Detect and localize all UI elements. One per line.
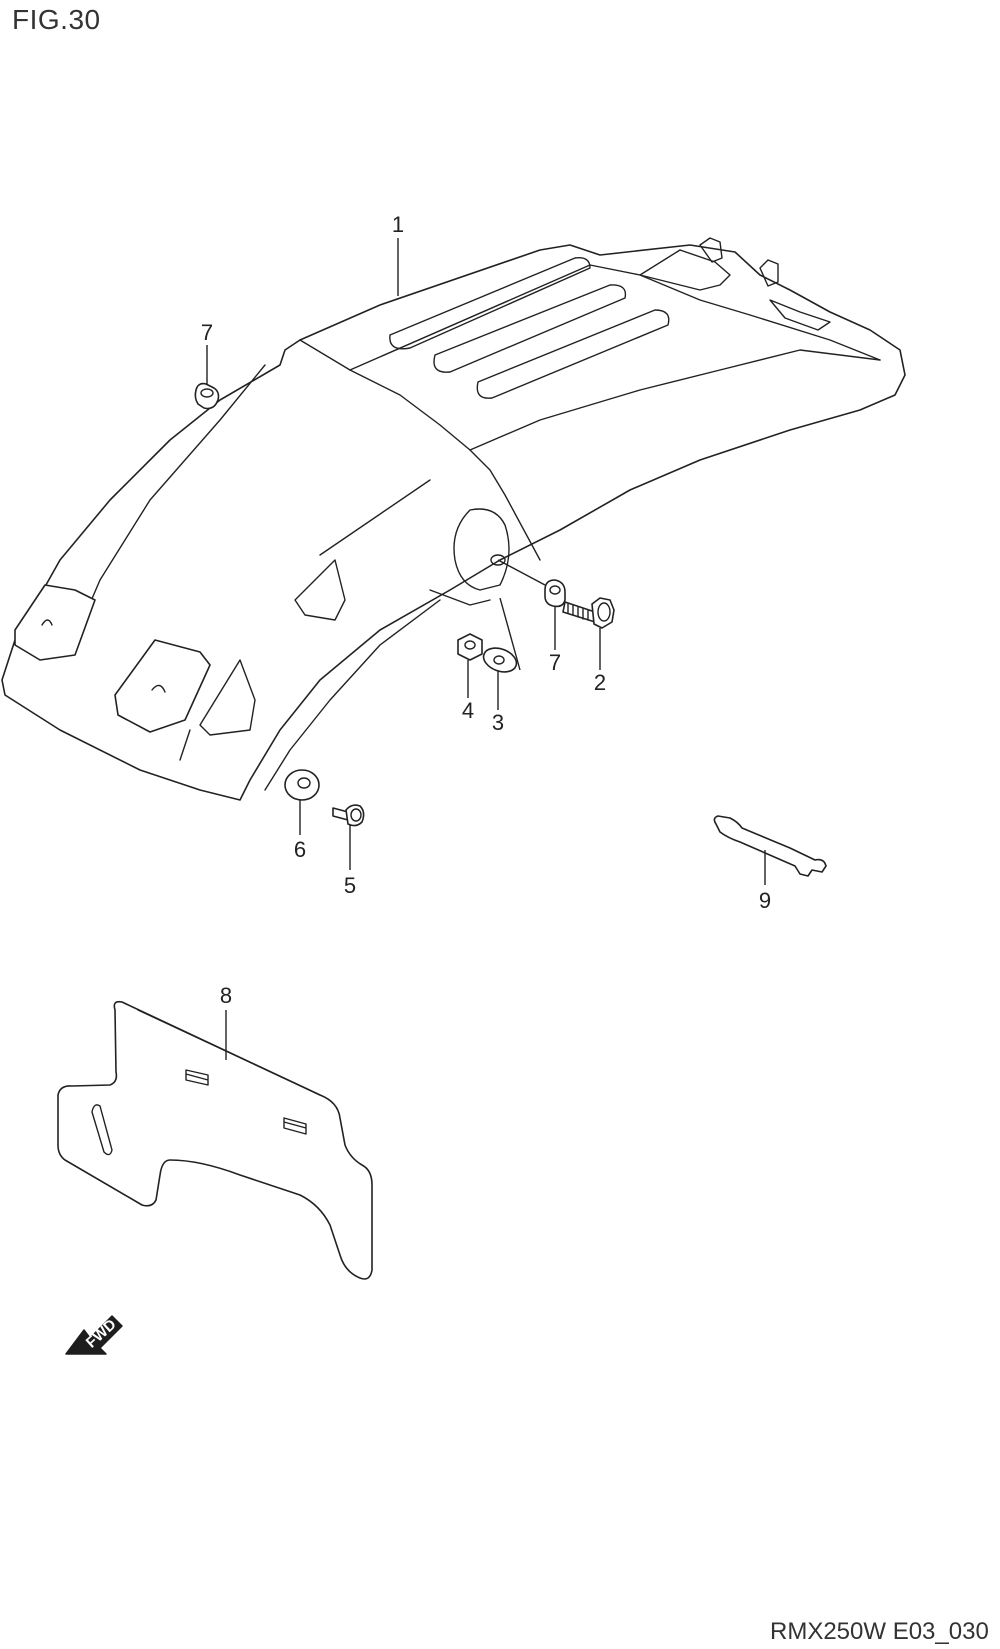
- callout-5: 5: [344, 873, 356, 898]
- bolt-head-face: [597, 602, 611, 622]
- screw-head-face: [350, 808, 362, 822]
- mud-guard-slot-1: [185, 1069, 209, 1086]
- figure-code: RMX250W E03_030: [770, 1618, 989, 1645]
- callout-numbers: 1 7 7 2 4 3 6 5 9 8: [201, 212, 771, 1008]
- bolt-thread: [567, 603, 589, 621]
- rear-fender[interactable]: [1, 237, 906, 801]
- large-washer-body: [284, 769, 320, 801]
- fender-side-line: [179, 729, 191, 761]
- washer-part-6[interactable]: [284, 769, 320, 801]
- callout-2: 2: [594, 670, 606, 695]
- nut-body: [457, 633, 483, 661]
- mud-guard-part-8[interactable]: [57, 1000, 373, 1280]
- washer-hole: [493, 655, 505, 665]
- fender-front-pad-2-notch: [151, 684, 166, 693]
- fender-tail-tab: [639, 249, 731, 291]
- fender-rib-2: [433, 284, 627, 373]
- fender-tail-slot: [769, 299, 831, 331]
- mud-guard-slot-2: [283, 1117, 307, 1135]
- callout-7a: 7: [201, 320, 213, 345]
- wrench-part-9[interactable]: [713, 815, 827, 877]
- fender-mount-hole: [490, 554, 506, 566]
- figure-title: FIG.30: [12, 4, 101, 35]
- callout-6: 6: [294, 837, 306, 862]
- mud-guard-outline: [57, 1000, 373, 1280]
- callout-9: 9: [759, 888, 771, 913]
- fender-front-pad-1-notch: [41, 619, 53, 626]
- mud-guard-slot-3: [91, 1104, 113, 1156]
- nut-part-4[interactable]: [457, 633, 483, 661]
- fender-side-recess-2: [294, 559, 346, 621]
- screw-part-5[interactable]: [332, 804, 365, 827]
- collar-hole: [549, 585, 561, 595]
- collar-body: [544, 579, 566, 608]
- mud-guard-top-edge: [137, 1009, 321, 1096]
- fwd-arrow-shape: [65, 1315, 123, 1355]
- callout-8: 8: [220, 983, 232, 1008]
- fender-tail-clip-1: [699, 237, 723, 263]
- callout-4: 4: [462, 698, 474, 723]
- large-washer-hole: [297, 777, 311, 789]
- fender-side-recess-1: [199, 659, 256, 736]
- fender-tail-clip-2: [759, 259, 779, 287]
- nut-hole: [464, 640, 476, 650]
- fender-mount-bracket: [429, 589, 491, 606]
- collar-part-7b[interactable]: [544, 579, 566, 608]
- fender-rib-1: [389, 257, 591, 350]
- bolt-part-2[interactable]: [562, 597, 615, 629]
- callout-1: 1: [392, 212, 404, 237]
- collar-upper-hole: [200, 388, 214, 398]
- callout-7b: 7: [549, 650, 561, 675]
- callout-3: 3: [492, 710, 504, 735]
- washer-body: [482, 647, 518, 673]
- fender-rib-3: [476, 309, 670, 399]
- fender-top-deck: [299, 339, 541, 561]
- collar-part-7a[interactable]: [194, 382, 220, 410]
- fender-mount-boss: [453, 508, 510, 591]
- fender-front-pad-2: [114, 639, 211, 733]
- leader-bracket: [499, 597, 521, 671]
- fender-lower-curve: [264, 599, 441, 791]
- leader-fender-axis: [497, 559, 546, 586]
- washer-part-3[interactable]: [480, 644, 519, 676]
- fwd-direction-arrow: FWD: [65, 1315, 123, 1355]
- fender-side-crease: [469, 349, 881, 451]
- leader-lines: [206, 238, 766, 1060]
- fender-top-line: [319, 479, 431, 556]
- wrench-body: [713, 815, 827, 877]
- collar-upper-body: [194, 382, 220, 410]
- fender-front-pad-1: [14, 584, 96, 661]
